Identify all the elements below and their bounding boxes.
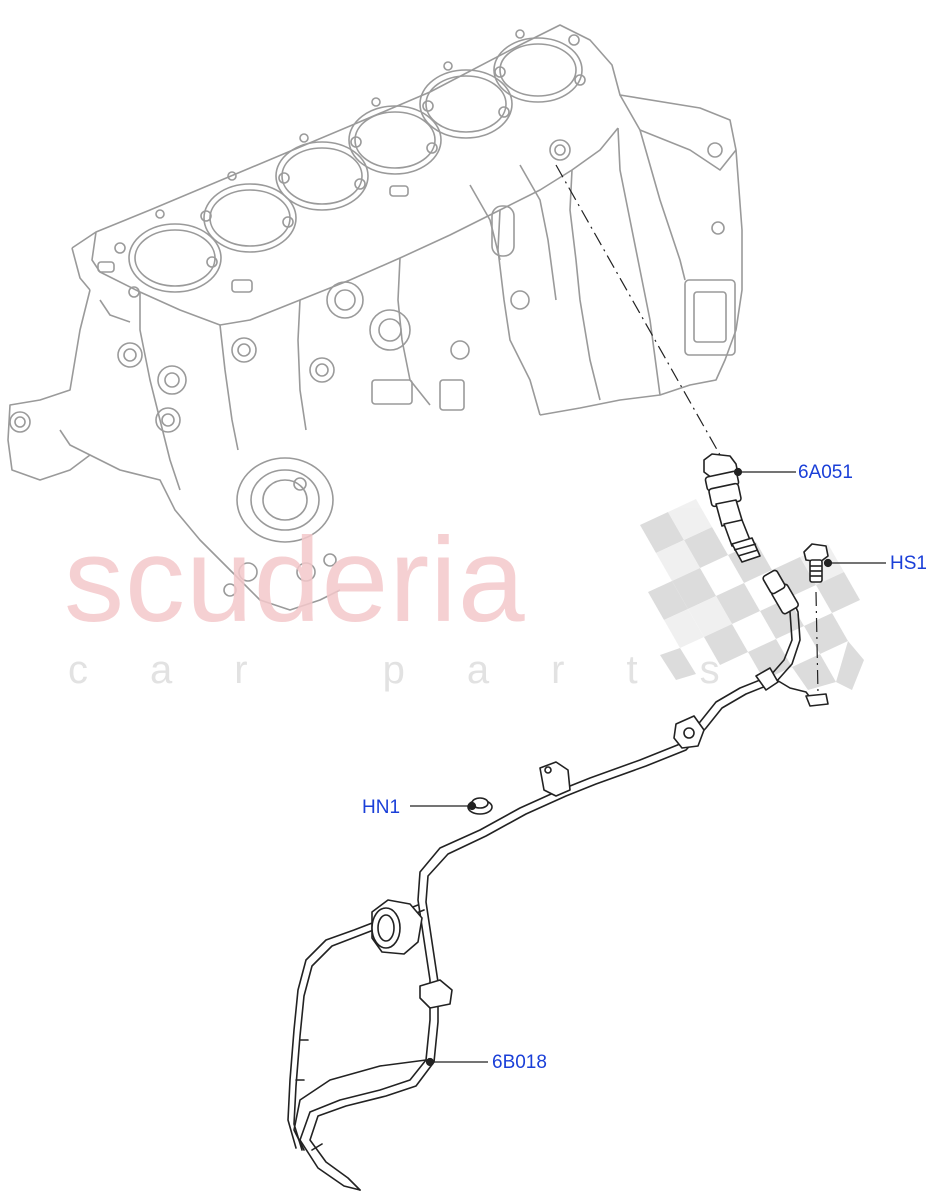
callout-hs1[interactable]: HS1 — [890, 553, 927, 574]
leader-lines — [555, 164, 819, 695]
wiring-harness-6b018 — [287, 569, 829, 1191]
callout-hn1[interactable]: HN1 — [362, 797, 401, 818]
callout-6a051[interactable]: 6A051 — [798, 462, 853, 483]
engine-block — [7, 24, 743, 611]
callout-6b018[interactable]: 6B018 — [492, 1052, 547, 1073]
callout-leaders — [410, 467, 886, 1067]
watermark-brand: scuderia — [64, 513, 526, 647]
checkered-flag-icon — [640, 499, 864, 690]
bolt-hs1 — [803, 543, 829, 583]
watermark-tagline: car parts — [68, 648, 782, 692]
sensor-6a051 — [703, 453, 761, 563]
